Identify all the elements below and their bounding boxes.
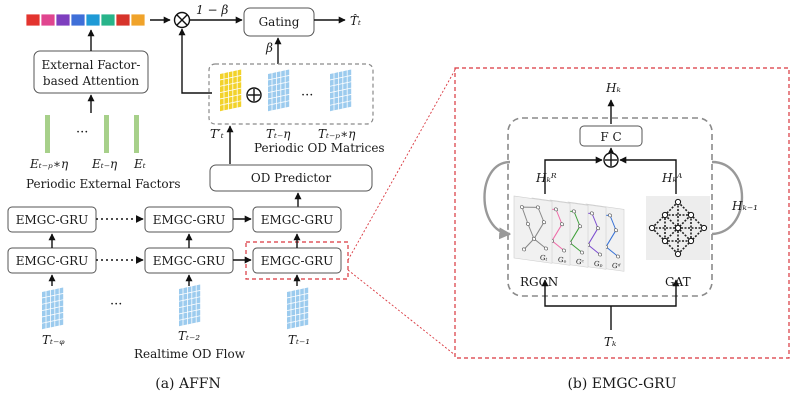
factor-dots: ···: [76, 125, 88, 140]
embedding-cell: [85, 13, 101, 27]
graph-type-label: Gᵈ: [612, 261, 621, 271]
caption-a: (a) AFFN: [155, 376, 221, 392]
periodic-external-factors-label: Periodic External Factors: [26, 177, 181, 191]
gat-label: GAT: [665, 275, 691, 289]
rgcn-label: RGCN: [520, 275, 558, 289]
embedding-cell: [25, 13, 41, 27]
emgc-gru-label: EMGC-GRU: [16, 213, 89, 227]
embedding-cell: [115, 13, 131, 27]
t-hat-label: T̂ₜ: [350, 13, 361, 28]
external-attention-line1: External Factor-: [42, 58, 141, 72]
h-k-r-label: Hₖᴿ: [535, 171, 557, 185]
plus-node: [246, 87, 262, 103]
periodic-od-matrices-label: Periodic OD Matrices: [254, 141, 385, 155]
emgc-gru-label: EMGC-GRU: [16, 254, 89, 268]
emgc-gru-label: EMGC-GRU: [153, 213, 226, 227]
external-factor-bar: [45, 115, 50, 153]
od-dots: ···: [301, 88, 313, 103]
h-k-a-label: Hₖᴬ: [661, 171, 683, 185]
input-od-matrix: [287, 287, 309, 330]
factor-label-1: Eₜ₋ₚ∗η: [29, 157, 69, 171]
embedding-cell: [70, 13, 86, 27]
beta-label: β: [265, 41, 273, 55]
embedding-cell: [55, 13, 71, 27]
emgc-inner-frame: [507, 117, 713, 297]
input-od-matrix: [179, 284, 201, 327]
od-predictor-box: [209, 164, 373, 192]
periodic-od-group: [208, 63, 374, 125]
od-matrix-t-p-eta: [330, 69, 352, 112]
input-dots: ···: [110, 297, 122, 312]
od-label-1: Tₜ₋η: [266, 127, 291, 141]
emgc-gru-label: EMGC-GRU: [261, 254, 334, 268]
emgc-gru-label: EMGC-GRU: [261, 213, 334, 227]
multiply-node: [173, 11, 191, 29]
factor-label-3: Eₜ: [133, 157, 146, 171]
t-k-label: Tₖ: [604, 335, 617, 349]
external-factor-bar: [134, 115, 139, 153]
od-label-2: Tₜ₋ₚ∗η: [318, 127, 356, 141]
fc-box: [579, 125, 643, 147]
rgcn-graph-stack: Gᵈ Gₚ Gᶜ Gₒ Gₜ: [513, 195, 625, 272]
input-label-1: Tₜ₋ᵩ: [42, 333, 65, 347]
od-predictor-label: OD Predictor: [251, 171, 331, 185]
gat-graph-panel: [646, 196, 710, 260]
caption-b: (b) EMGC-GRU: [567, 376, 676, 392]
gating-label: Gating: [259, 15, 300, 29]
realtime-od-flow-label: Realtime OD Flow: [134, 347, 246, 361]
external-attention-line2: based Attention: [43, 74, 139, 88]
embedding-cell: [130, 13, 146, 27]
graph-type-label: Gₚ: [594, 259, 603, 269]
od-matrix-t-prime: [220, 69, 242, 112]
h-k-minus-1-label: Hₖ₋₁: [731, 199, 758, 213]
graph-type-label: Gₒ: [558, 255, 567, 265]
embedding-cell: [100, 13, 116, 27]
merge-plus-node: [603, 152, 619, 168]
input-od-matrix: [42, 287, 64, 330]
embedding-cell: [40, 13, 56, 27]
one-minus-beta-label: 1 − β: [196, 3, 228, 17]
emgc-gru-detail-frame: [454, 67, 790, 359]
fc-label: F C: [600, 130, 621, 144]
t-prime-label: T′ₜ: [210, 127, 224, 141]
graph-type-label: Gₜ: [540, 253, 548, 263]
gating-box: [243, 7, 315, 37]
input-label-3: Tₜ₋₁: [288, 333, 310, 347]
emgc-gru-cell: [252, 206, 342, 233]
input-label-2: Tₜ₋₂: [178, 329, 200, 343]
h-k-label: Hₖ: [605, 81, 621, 95]
factor-label-2: Eₜ₋η: [91, 157, 118, 171]
od-matrix-t-eta: [268, 69, 290, 112]
embedding-band: [25, 13, 146, 27]
graph-type-label: Gᶜ: [576, 257, 585, 267]
emgc-gru-label: EMGC-GRU: [153, 254, 226, 268]
external-factor-bar: [104, 115, 109, 153]
